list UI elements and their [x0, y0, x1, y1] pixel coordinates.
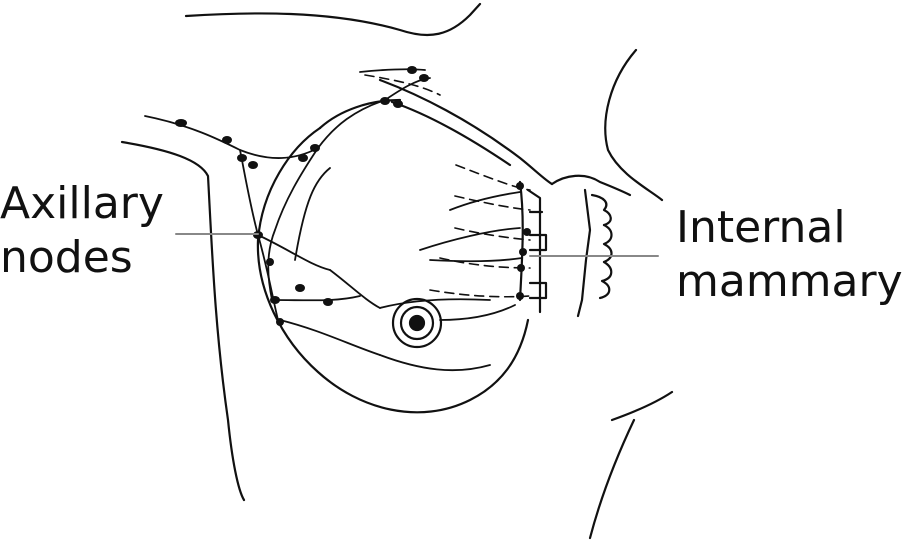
lower-right-contour	[610, 390, 674, 422]
breast-contour	[256, 126, 530, 414]
torso-outline	[120, 2, 674, 540]
node-axillary	[295, 284, 305, 292]
node-subclavian	[393, 100, 403, 108]
node-axillary	[237, 154, 247, 162]
node-axillary	[266, 258, 274, 266]
internal-mammary-chain	[518, 180, 548, 314]
bottom-right-line	[588, 418, 636, 540]
clavicle-lower	[390, 100, 512, 167]
node-axillary	[175, 119, 187, 127]
shoulder-top-line	[184, 2, 482, 37]
node-subclavian	[419, 74, 429, 82]
node-axillary	[276, 318, 284, 326]
node-axillary	[248, 161, 258, 169]
node-axillary	[323, 298, 333, 306]
dashed-ribs	[364, 74, 531, 298]
node-axillary	[310, 144, 320, 152]
internal-mammary-label-line1: Internal	[676, 202, 846, 253]
node-subclavian	[380, 97, 390, 105]
breast-outline	[256, 98, 530, 414]
node-subclavian	[407, 66, 417, 74]
rib-cartilages-right	[590, 193, 613, 300]
sternum-stub	[576, 188, 592, 318]
breast-upper-edge	[318, 98, 402, 130]
node-axillary	[298, 154, 308, 162]
lymphatic-channels	[144, 68, 523, 372]
nipple-areola	[391, 297, 443, 349]
node-internal-mammary	[516, 292, 524, 300]
node-internal-mammary	[519, 248, 527, 256]
node-internal-mammary	[523, 228, 531, 236]
axillary-nodes-label-line2: nodes	[0, 232, 133, 283]
clavicle-upper	[378, 78, 554, 186]
internal-mammary-label-line2: mammary	[676, 256, 903, 307]
node-axillary	[222, 136, 232, 144]
right-side-contour	[604, 48, 664, 202]
sternum-edge-top	[550, 174, 632, 197]
axillary-nodes-label-line1: Axillary	[0, 178, 164, 229]
node-axillary	[270, 296, 280, 304]
arm-contour	[120, 140, 246, 502]
lymph-nodes	[175, 66, 531, 326]
clavicle-sternum	[378, 78, 632, 318]
node-internal-mammary	[517, 264, 525, 272]
node-internal-mammary	[516, 182, 524, 190]
